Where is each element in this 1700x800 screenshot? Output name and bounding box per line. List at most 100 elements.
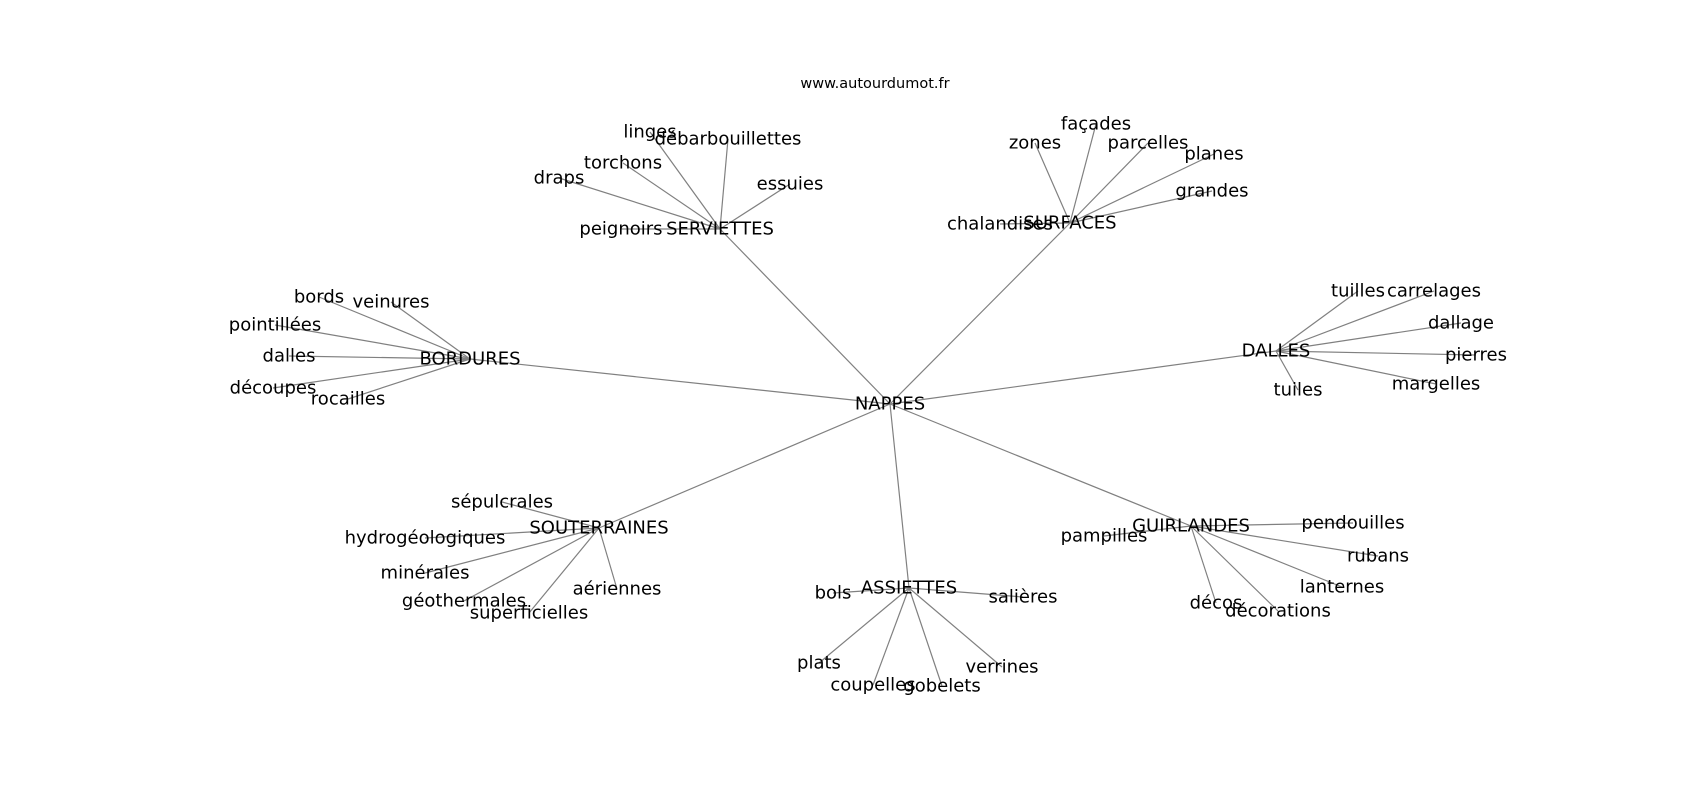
edge-surfaces-grandes [1069,190,1213,224]
edge-bordures-bords [318,296,471,360]
edge-dalles-dallage [1275,322,1462,352]
edge-assiettes-verrines [908,587,1003,668]
edge-souterraines-minerales [424,527,600,574]
leaf-node-parcelles[interactable]: parcelles [1108,133,1189,154]
edge-guirlandes-pendouilles [1190,522,1354,527]
edge-center-souterraines [598,403,891,529]
hub-node-souterraines[interactable]: SOUTERRAINES [529,518,668,539]
leaf-node-linges[interactable]: linges [623,122,676,143]
leaf-node-aeriennes[interactable]: aériennes [573,579,662,600]
edge-surfaces-facades [1069,123,1097,224]
edge-guirlandes-decorations [1190,525,1279,612]
leaf-node-decorations[interactable]: décorations [1225,601,1331,622]
leaf-node-plats[interactable]: plats [797,653,841,674]
leaf-node-torchons[interactable]: torchons [584,153,662,174]
edge-guirlandes-decos [1190,525,1217,604]
leaf-node-geothermales[interactable]: géothermales [402,591,526,612]
leaf-node-minerales[interactable]: minérales [381,563,470,584]
leaf-node-facades[interactable]: façades [1061,114,1131,135]
edge-surfaces-zones [1034,142,1071,224]
leaf-node-bols[interactable]: bols [815,583,852,604]
leaf-node-grandes[interactable]: grandes [1175,181,1248,202]
leaf-node-hydrogeologiques[interactable]: hydrogéologiques [345,528,506,549]
edge-bordures-decoupes [272,358,471,389]
leaf-node-dallage[interactable]: dallage [1428,313,1494,334]
edge-souterraines-sepulcrales [501,501,600,529]
edge-souterraines-aeriennes [598,527,618,590]
edge-center-serviettes [719,228,891,405]
edge-surfaces-planes [1069,153,1215,224]
hub-node-surfaces[interactable]: SURFACES [1023,213,1116,234]
edge-bordures-rocailles [347,358,471,400]
leaf-node-draps[interactable]: draps [534,168,585,189]
hub-node-assiettes[interactable]: ASSIETTES [861,578,957,599]
edge-center-guirlandes [889,403,1192,527]
edge-center-dalles [889,350,1277,405]
leaf-node-dalles[interactable]: dalles [263,346,316,367]
leaf-node-carrelages[interactable]: carrelages [1387,281,1481,302]
leaf-node-decos[interactable]: décos [1190,593,1243,614]
edge-guirlandes-lanternes [1190,525,1343,588]
edge-serviettes-torchons [622,162,721,230]
leaf-node-essuies[interactable]: essuies [757,174,824,195]
hub-node-dalles[interactable]: DALLES [1242,341,1311,362]
hub-node-bordures[interactable]: BORDURES [419,349,520,370]
edge-dalles-carrelages [1275,290,1435,352]
leaf-node-zones[interactable]: zones [1009,133,1061,154]
edge-dalles-pierres [1275,350,1477,356]
edge-dalles-tuiles [1275,350,1299,391]
center-node-nappes[interactable]: NAPPES [855,394,925,415]
site-url[interactable]: www.autourdumot.fr [800,76,949,92]
leaf-node-chalandises[interactable]: chalandises [947,214,1053,235]
leaf-node-verrines[interactable]: verrines [965,657,1038,678]
leaf-node-tuilles[interactable]: tuilles [1331,281,1385,302]
edge-center-bordures [469,358,891,405]
edge-bordures-dalles [288,355,471,360]
edge-assiettes-coupelles [872,587,910,686]
edge-souterraines-geothermales [463,527,600,602]
edge-dalles-margelles [1275,350,1437,385]
edge-surfaces-parcelles [1069,142,1149,224]
hub-node-guirlandes[interactable]: GUIRLANDES [1132,516,1250,537]
edge-dalles-tuilles [1275,290,1359,352]
leaf-node-pointillees[interactable]: pointillées [229,315,321,336]
leaf-node-rubans[interactable]: rubans [1347,546,1409,567]
edge-assiettes-plats [818,587,910,664]
leaf-node-sepulcrales[interactable]: sépulcrales [451,492,553,513]
leaf-node-peignoirs[interactable]: peignoirs [579,219,662,240]
edge-serviettes-essuies [719,183,791,230]
leaf-node-tuiles[interactable]: tuiles [1274,380,1323,401]
leaf-node-pendouilles[interactable]: pendouilles [1301,513,1404,534]
leaf-node-pampilles[interactable]: pampilles [1061,526,1148,547]
edge-assiettes-bols [832,587,910,594]
edge-souterraines-hydrogeologiques [424,527,600,539]
edge-souterraines-superficielles [528,527,600,614]
edge-guirlandes-rubans [1190,525,1379,557]
leaf-node-decoupes[interactable]: découpes [230,378,317,399]
leaf-node-coupelles[interactable]: coupelles [830,675,915,696]
graph-edges [272,123,1477,687]
edge-bordures-veinures [390,301,471,360]
leaf-node-salieres[interactable]: salières [989,587,1058,608]
edge-center-assiettes [889,403,910,589]
edge-serviettes-draps [558,177,721,230]
leaf-node-superficielles[interactable]: superficielles [470,603,588,624]
edge-serviettes-linges [649,131,721,230]
edge-assiettes-salieres [908,587,1024,598]
leaf-node-lanternes[interactable]: lanternes [1300,577,1385,598]
edge-guirlandes-pampilles [1103,525,1192,537]
edge-surfaces-chalandises [999,222,1071,225]
leaf-node-gobelets[interactable]: gobelets [903,676,980,697]
leaf-node-margelles[interactable]: margelles [1392,374,1481,395]
leaf-node-pierres[interactable]: pierres [1445,345,1507,366]
leaf-node-debarbouillettes[interactable]: débarbouillettes [655,129,802,150]
leaf-node-veinures[interactable]: veinures [352,292,429,313]
edge-bordures-pointillees [274,324,471,360]
leaf-node-rocailles[interactable]: rocailles [311,389,385,410]
leaf-node-planes[interactable]: planes [1184,144,1243,165]
edge-center-surfaces [889,222,1071,405]
leaf-node-bords[interactable]: bords [294,287,344,308]
hub-node-serviettes[interactable]: SERVIETTES [666,219,774,240]
